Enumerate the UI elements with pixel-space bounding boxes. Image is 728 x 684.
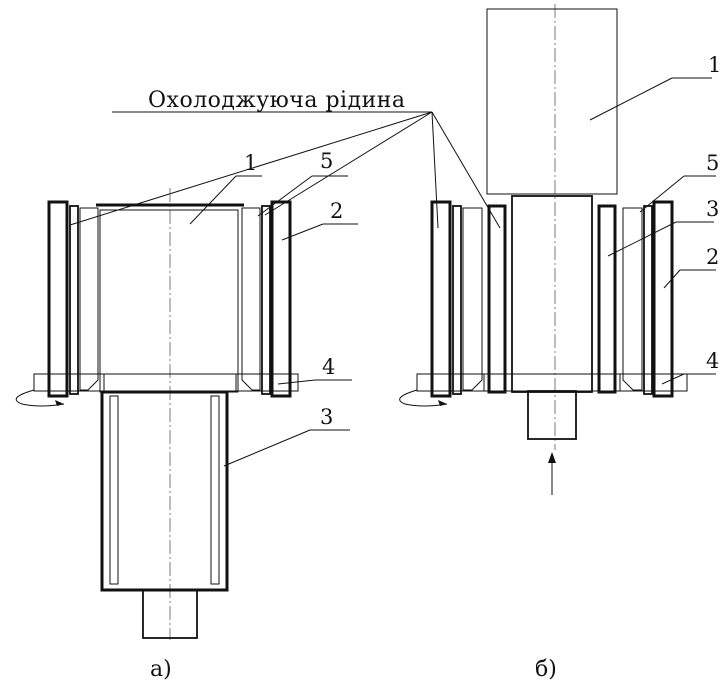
billet xyxy=(99,209,239,393)
callout-2: 2 xyxy=(330,199,343,223)
mold-wall-right xyxy=(622,207,643,391)
callout-1: 1 xyxy=(244,151,257,175)
coolant-jacket-left xyxy=(47,200,69,398)
coolant-jacket-left xyxy=(430,200,452,398)
rotary-table xyxy=(416,373,688,392)
coolant-leader xyxy=(264,111,433,216)
callout-5: 5 xyxy=(706,151,719,175)
callout-4: 4 xyxy=(322,355,335,379)
coolant-jacket-right xyxy=(270,200,292,398)
callout-1: 1 xyxy=(708,53,721,77)
coolant-jacket-right xyxy=(652,200,674,398)
tube-outer xyxy=(100,390,229,592)
sleeve-right xyxy=(261,205,271,395)
coolant-label: Охолоджуюча рідина xyxy=(148,88,406,113)
callout-2: 2 xyxy=(706,245,719,269)
caption-a: а) xyxy=(150,657,172,682)
pusher xyxy=(142,589,198,639)
callout-3: 3 xyxy=(706,197,719,221)
callout-5: 5 xyxy=(320,149,333,173)
sleeve-left xyxy=(69,205,79,395)
coolant-leader xyxy=(431,111,439,229)
rotary-table xyxy=(33,373,299,392)
callout-3: 3 xyxy=(320,405,333,429)
mold-wall-left xyxy=(462,207,483,391)
pusher xyxy=(527,390,577,440)
view-a: 1 5 2 4 3 а) xyxy=(15,149,358,682)
inner-jacket-left xyxy=(487,204,507,394)
callout-4: 4 xyxy=(706,349,719,373)
mold-wall-right xyxy=(241,207,261,391)
mold-wall-left xyxy=(79,207,99,391)
view-b: 1 5 3 2 4 б) xyxy=(399,4,721,682)
billet xyxy=(486,8,618,195)
inner-jacket-right xyxy=(597,204,617,394)
rotation-arrow xyxy=(15,389,65,407)
tube xyxy=(511,195,593,393)
caption-b: б) xyxy=(535,657,557,682)
coolant-label-group: Охолоджуюча рідина xyxy=(69,88,501,229)
rotation-arrow xyxy=(399,389,448,407)
